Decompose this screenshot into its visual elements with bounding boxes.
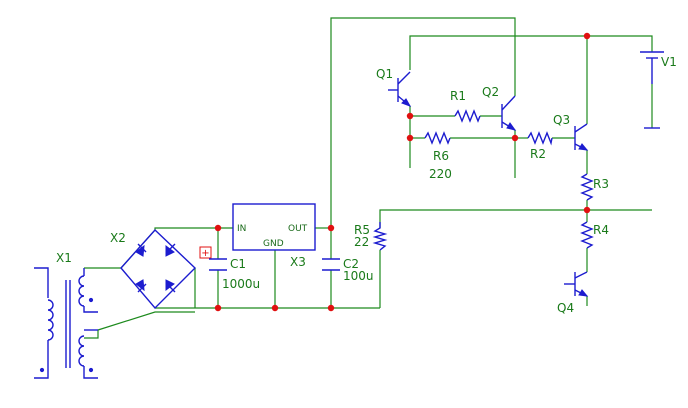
capacitor-c1[interactable] bbox=[209, 258, 227, 271]
labels: X1 X2 X3 IN OUT GND C1 1000u C2 100u R5 … bbox=[56, 55, 677, 315]
label-r1: R1 bbox=[450, 89, 466, 103]
label-r5: R5 bbox=[354, 223, 370, 237]
polarity-marker: + bbox=[199, 246, 212, 259]
label-r2: R2 bbox=[530, 147, 546, 161]
junction-nodes bbox=[214, 32, 591, 312]
label-v1: V1 bbox=[661, 55, 677, 69]
label-q4: Q4 bbox=[557, 301, 574, 315]
label-x3: X3 bbox=[290, 255, 306, 269]
transistor-q4[interactable] bbox=[564, 271, 589, 297]
wires bbox=[84, 17, 653, 339]
transistor-q3[interactable] bbox=[574, 123, 589, 151]
label-c2: C2 bbox=[343, 257, 359, 271]
resistor-r2[interactable] bbox=[527, 131, 553, 146]
label-x2: X2 bbox=[110, 231, 126, 245]
battery-v1[interactable] bbox=[640, 51, 664, 129]
resistor-r6[interactable] bbox=[424, 131, 451, 145]
bridge-rectifier-x2[interactable] bbox=[120, 228, 197, 310]
transformer-x1[interactable] bbox=[34, 267, 98, 379]
label-q3: Q3 bbox=[553, 113, 570, 127]
transistor-q1[interactable] bbox=[388, 71, 412, 107]
resistor-r1[interactable] bbox=[454, 109, 481, 123]
label-x3-out: OUT bbox=[288, 224, 308, 234]
label-x1: X1 bbox=[56, 251, 72, 265]
label-c1-value: 1000u bbox=[222, 277, 260, 291]
resistor-r4[interactable] bbox=[580, 221, 594, 249]
regulator-x3[interactable] bbox=[232, 203, 316, 251]
label-r4: R4 bbox=[593, 223, 609, 237]
label-x3-gnd: GND bbox=[263, 239, 284, 249]
label-c1: C1 bbox=[230, 257, 246, 271]
label-r5-value: 22 bbox=[354, 235, 369, 249]
label-x3-in: IN bbox=[237, 224, 246, 234]
label-c2-value: 100u bbox=[343, 269, 374, 283]
capacitor-c2[interactable] bbox=[322, 258, 340, 271]
label-q1: Q1 bbox=[376, 67, 393, 81]
label-q2: Q2 bbox=[482, 85, 499, 99]
svg-text:+: + bbox=[201, 248, 209, 259]
resistor-r3[interactable] bbox=[580, 173, 594, 201]
label-r6: R6 bbox=[433, 149, 449, 163]
transistor-q2[interactable] bbox=[501, 95, 517, 131]
resistor-r5[interactable] bbox=[372, 222, 388, 251]
label-r6-value: 220 bbox=[429, 167, 452, 181]
label-r3: R3 bbox=[593, 177, 609, 191]
